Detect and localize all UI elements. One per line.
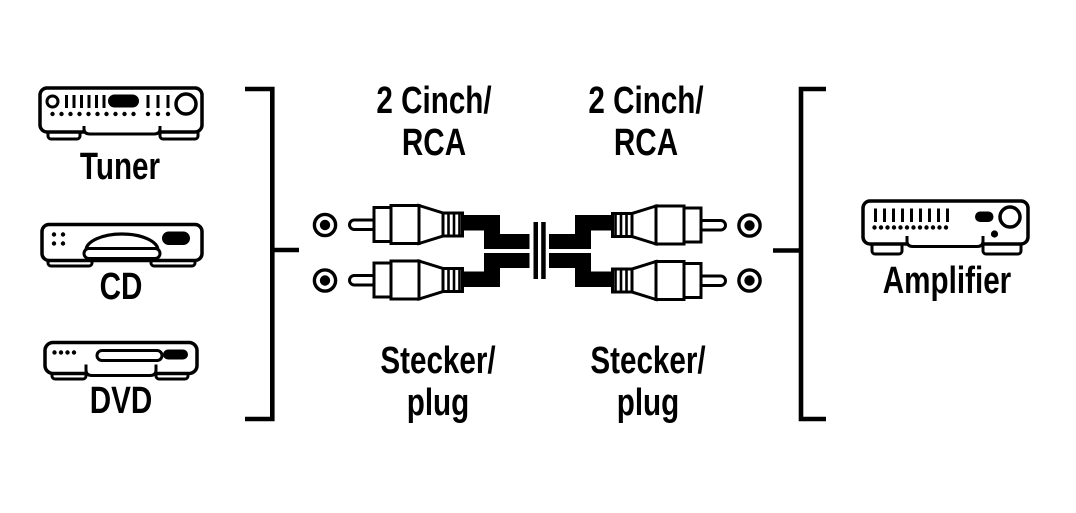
rca-jack-icon-left-top bbox=[312, 212, 338, 238]
cd-button-dots bbox=[51, 232, 66, 246]
cable-connector-label-right-line1: 2 Cinch/ bbox=[588, 80, 704, 122]
cable-connector-label-right-line2: RCA bbox=[613, 122, 679, 164]
cable-connector-label-left-line1: 2 Cinch/ bbox=[376, 80, 492, 122]
amplifier-display bbox=[975, 211, 994, 222]
cable-plug-label-right-line1: Stecker/ bbox=[590, 340, 706, 382]
tuner-display bbox=[108, 94, 139, 108]
amplifier-small-button bbox=[990, 230, 999, 238]
amplifier-label: Amplifier bbox=[882, 260, 1012, 302]
tuner-tray bbox=[82, 126, 162, 136]
cd-display bbox=[162, 231, 190, 245]
cable-top-run bbox=[461, 215, 616, 249]
rca-jack-icon-right-bottom bbox=[737, 268, 762, 293]
cd-tray bbox=[82, 247, 162, 260]
rca-jack-icon-right-top bbox=[737, 213, 762, 238]
cable-connector-label-left: 2 Cinch/ RCA bbox=[356, 80, 512, 164]
cable-plug-label-left-line1: Stecker/ bbox=[380, 340, 496, 382]
rca-plug-icon-right-top bbox=[611, 204, 727, 246]
cable-plug-label-right: Stecker/ plug bbox=[570, 340, 726, 424]
tuner-knob bbox=[174, 92, 198, 116]
tuner-icon bbox=[38, 86, 204, 141]
rca-plug-icon-left-top bbox=[348, 204, 464, 245]
cable-plug-label-right-line2: plug bbox=[616, 382, 680, 424]
dvd-display bbox=[163, 349, 188, 360]
cd-disc-dome bbox=[84, 232, 160, 251]
cable bbox=[461, 215, 616, 287]
tuner-button-dots bbox=[50, 111, 171, 117]
cd-player-icon bbox=[40, 222, 204, 268]
amplifier-display-bars bbox=[874, 208, 949, 222]
tuner-right-bars bbox=[146, 95, 170, 108]
tuner-label: Tuner bbox=[79, 146, 161, 188]
amplifier-tray bbox=[905, 236, 985, 248]
tuner-power-button bbox=[45, 94, 60, 109]
right-bracket bbox=[773, 86, 826, 422]
dvd-tray bbox=[84, 364, 158, 377]
amplifier-icon bbox=[861, 199, 1030, 256]
cable-plug-label-left-line2: plug bbox=[406, 382, 470, 424]
left-bracket bbox=[245, 86, 299, 422]
rca-plug-icon-right-bottom bbox=[611, 260, 727, 301]
rca-plug-icon-left-bottom bbox=[348, 259, 464, 301]
cable-connector-label-right: 2 Cinch/ RCA bbox=[568, 80, 724, 164]
dvd-disc-slot bbox=[95, 349, 164, 362]
rca-jack-icon-left-bottom bbox=[312, 268, 338, 293]
cable-connector-label-left-line2: RCA bbox=[401, 122, 467, 164]
cable-bottom-run bbox=[461, 253, 616, 287]
tuner-display-bars bbox=[65, 95, 106, 108]
amplifier-knob bbox=[998, 205, 1022, 229]
cd-label: CD bbox=[99, 266, 143, 308]
amplifier-button-dots bbox=[872, 225, 949, 230]
cable-plug-label-left: Stecker/ plug bbox=[360, 340, 516, 424]
cable-break-icon bbox=[529, 220, 549, 281]
dvd-button-dots bbox=[52, 350, 77, 355]
dvd-label: DVD bbox=[89, 380, 153, 422]
dvd-player-icon bbox=[43, 340, 199, 381]
